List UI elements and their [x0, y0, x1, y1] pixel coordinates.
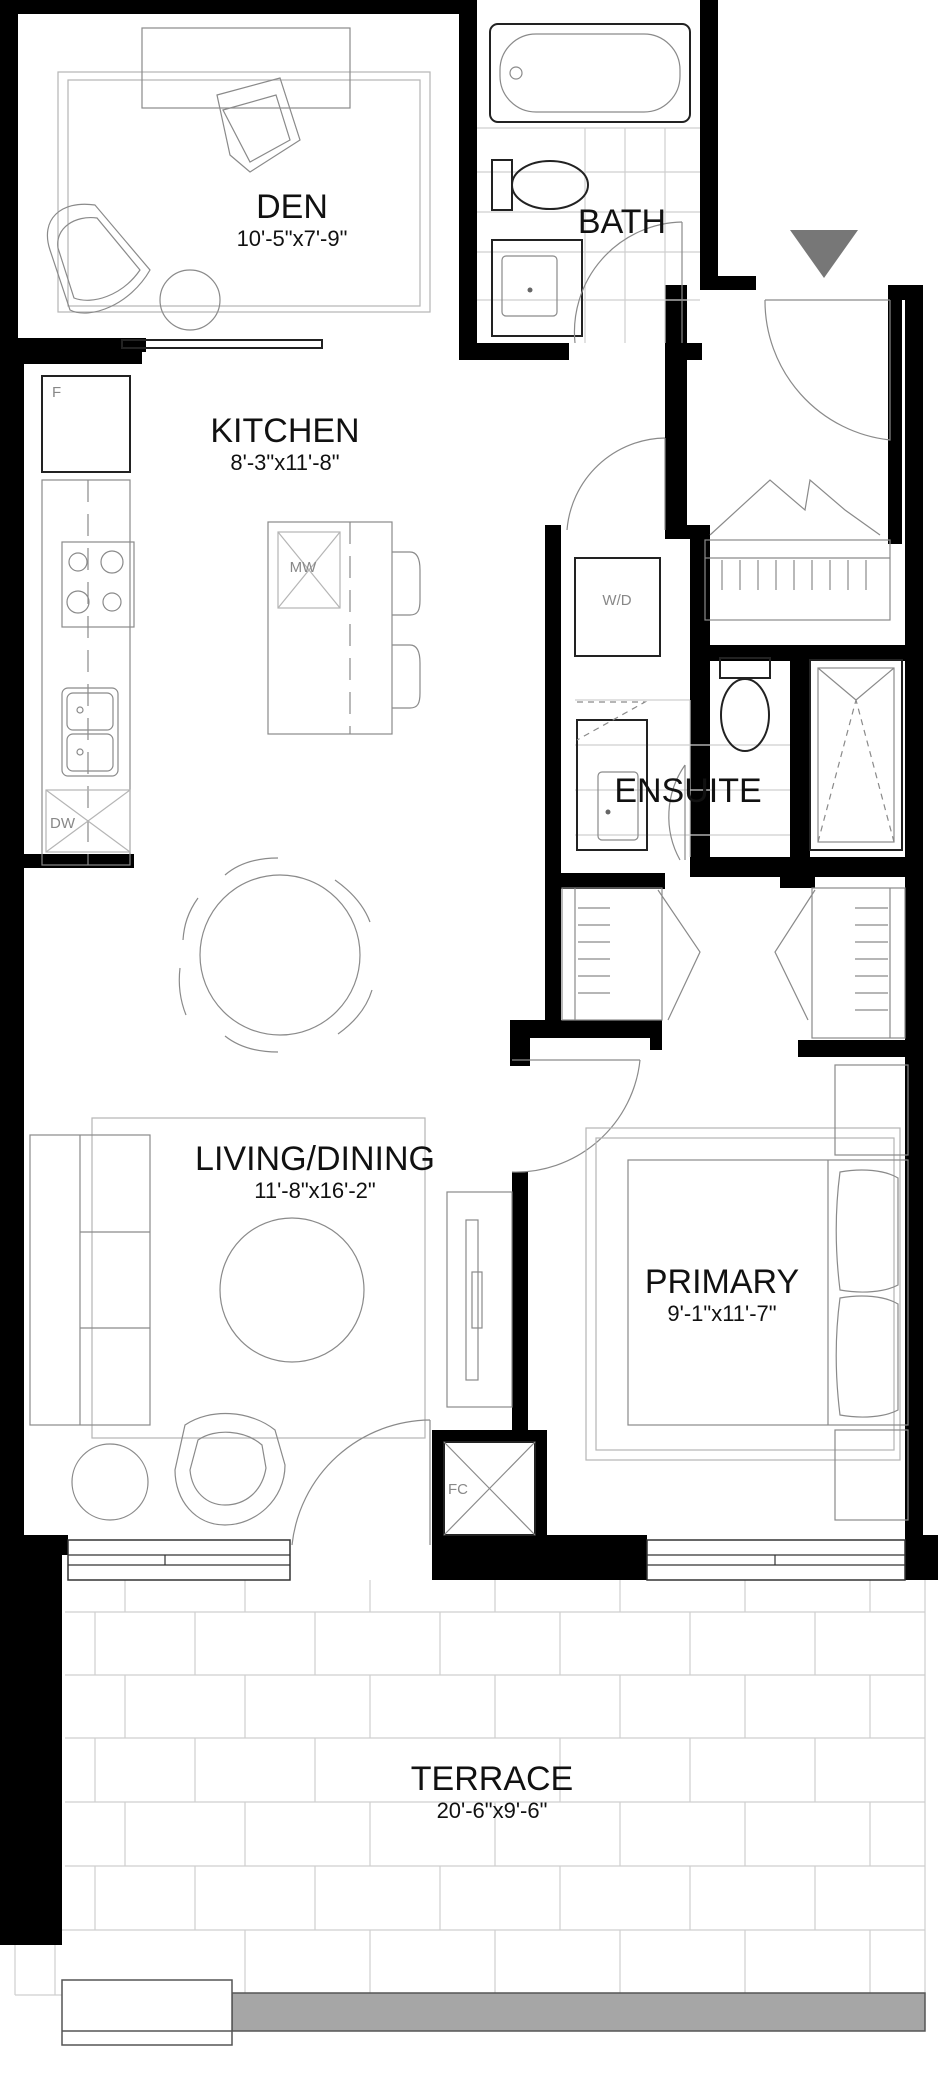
fridge-label: F — [52, 384, 61, 401]
primary-nightstand-bottom — [834, 1429, 909, 1521]
dining — [178, 857, 373, 1053]
terrace — [14, 1580, 926, 2046]
bath-vanity — [491, 239, 583, 337]
primary-name: PRIMARY — [645, 1263, 799, 1301]
primary: PRIMARY 9'-1"x11'-7" — [585, 1064, 909, 1521]
terrace-door-swing — [291, 1419, 431, 1546]
den-side-table — [159, 269, 221, 331]
tv-console — [446, 1191, 513, 1408]
terrace-paving — [14, 1580, 926, 1996]
den-sliding-door — [121, 339, 323, 349]
primary-dims: 9'-1"x11'-7" — [667, 1301, 776, 1326]
laundry-door-swing — [566, 437, 666, 531]
kitchen: F DW MW — [41, 375, 421, 866]
entry-door-swing — [764, 299, 891, 441]
primary-closets — [561, 887, 906, 1039]
primary-bed — [627, 1159, 909, 1426]
ensuite-door-swing — [668, 764, 686, 861]
terrace-planter — [61, 1979, 233, 2046]
primary-rug — [585, 1127, 901, 1461]
terrace-dims: 20'-6"x9'-6" — [437, 1798, 548, 1823]
washer-dryer-label: W/D — [602, 592, 631, 609]
den-desk-chair — [216, 77, 301, 173]
laundry: W/D — [566, 437, 666, 657]
bathtub — [489, 23, 691, 123]
entry — [704, 299, 891, 621]
den: DEN 10'-5"x7'-9" — [46, 27, 431, 349]
primary-window — [646, 1539, 906, 1581]
bath-name: BATH — [578, 203, 666, 241]
bath-door-swing — [573, 221, 683, 344]
terrace-name: TERRACE — [411, 1760, 573, 1798]
island-stools — [392, 551, 421, 709]
kitchen-name: KITCHEN — [210, 412, 359, 450]
cooktop — [61, 541, 135, 628]
walls — [0, 0, 938, 1945]
dishwasher-label: DW — [50, 815, 76, 832]
primary-nightstand-top — [834, 1064, 909, 1156]
living-dims: 11'-8"x16'-2" — [254, 1178, 375, 1203]
den-desk — [141, 27, 351, 109]
sofa — [29, 1134, 151, 1426]
den-armchair — [46, 203, 151, 314]
den-rug — [57, 71, 431, 313]
ensuite-toilet — [719, 657, 771, 752]
fan-coil-label: FC — [448, 1481, 468, 1498]
living-window — [67, 1539, 291, 1581]
entry-closet — [704, 478, 891, 621]
ensuite: ENSUITE — [575, 657, 903, 861]
living-side-table — [71, 1443, 149, 1521]
dining-chairs — [178, 857, 373, 1053]
kitchen-island — [267, 521, 393, 735]
fan-coil: FC — [443, 1441, 536, 1536]
kitchen-counter — [41, 479, 131, 866]
kitchen-sink — [61, 687, 119, 777]
den-name: DEN — [256, 188, 328, 226]
dishwasher — [45, 789, 131, 853]
coffee-table — [219, 1217, 365, 1363]
living-rug — [91, 1117, 426, 1439]
washer-dryer — [574, 557, 661, 657]
bath-toilet — [491, 159, 589, 211]
den-dims: 10'-5"x7'-9" — [237, 226, 348, 251]
ensuite-shower — [809, 659, 903, 851]
living-armchair — [174, 1412, 286, 1526]
living-entry-swing — [511, 1059, 641, 1173]
dining-table — [199, 874, 361, 1036]
ensuite-name: ENSUITE — [614, 772, 761, 810]
bath: BATH — [477, 23, 700, 344]
entry-triangle-icon — [790, 230, 858, 278]
microwave-label: MW — [290, 559, 317, 576]
ensuite-vanity — [576, 701, 648, 851]
living-name: LIVING/DINING — [195, 1140, 435, 1178]
terrace-railing — [231, 1992, 926, 2032]
kitchen-dims: 8'-3"x11'-8" — [230, 450, 339, 475]
living: LIVING/DINING 11'-8"x16'-2" — [29, 1059, 641, 1546]
fridge — [41, 375, 131, 473]
